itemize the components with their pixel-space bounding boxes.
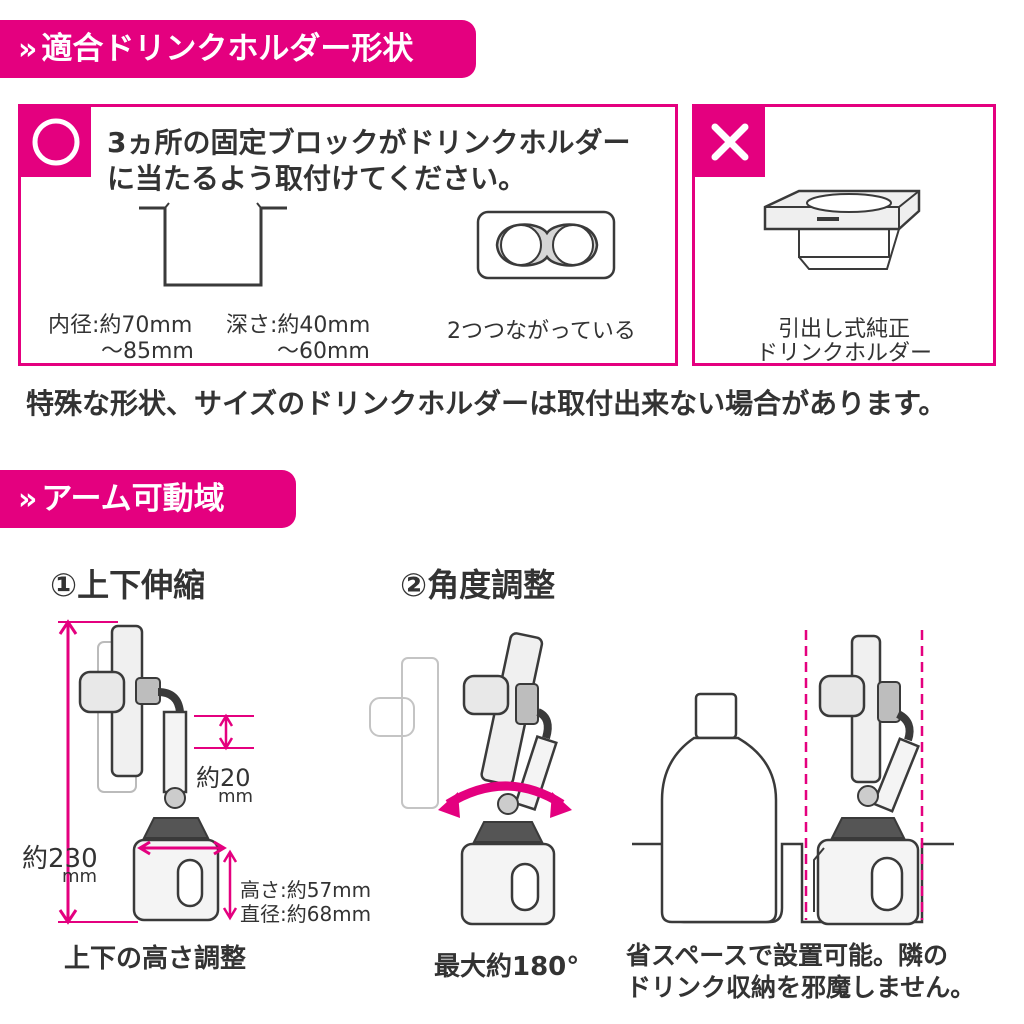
section-header-arm-range: »アーム可動域: [0, 470, 296, 528]
panel3-caption-line1: 省スペースで設置可能。隣の: [626, 941, 949, 970]
section-title: アーム可動域: [41, 481, 225, 517]
section-header-drink-holder: »適合ドリンクホルダー形状: [0, 20, 476, 78]
panel2-caption: 最大約180°: [434, 952, 580, 982]
cup-diameter-label: 直径:約68mm: [240, 902, 372, 926]
compatible-holder-panel: 3ヵ所の固定ブロックがドリンクホルダー に当たるよう取付けてください。 内径:約…: [18, 104, 678, 366]
install-instruction-line2: に当たるよう取付けてください。: [107, 162, 527, 195]
panel1-caption: 上下の高さ調整: [64, 944, 247, 974]
chevron-right-icon: »: [18, 32, 38, 67]
space-saving-illustration: [632, 630, 954, 926]
chevron-right-icon: »: [18, 482, 38, 517]
vertical-extension-illustration: [58, 619, 254, 925]
total-height-unit: mm: [62, 866, 98, 887]
double-cup-holder-illustration: [476, 210, 616, 280]
inner-diameter-range: ～85mm: [101, 339, 194, 364]
pullout-holder-illustration: [763, 189, 921, 270]
section-title: 適合ドリンクホルダー形状: [41, 31, 414, 67]
cup-height-label: 高さ:約57mm: [240, 878, 372, 902]
panel2-title: ②角度調整: [400, 566, 556, 604]
incompatible-holder-panel: 引出し式純正 ドリンクホルダー: [692, 104, 996, 366]
panel1-title: ①上下伸縮: [50, 566, 206, 604]
ng-mark-badge: [695, 107, 765, 177]
cup-holder-section-illustration: [139, 202, 287, 287]
depth-label: 深さ:約40mm: [226, 313, 371, 338]
total-height-value: 約230: [22, 844, 98, 874]
panel3-caption-line2: ドリンク収納を邪魔しません。: [626, 973, 976, 1002]
compatibility-notice: 特殊な形状、サイズのドリンクホルダーは取付出来ない場合があります。: [26, 387, 947, 420]
depth-range: ～60mm: [277, 339, 370, 364]
stroke-value: 約20: [196, 764, 251, 792]
install-instruction-line1: 3ヵ所の固定ブロックがドリンクホルダー: [107, 126, 631, 159]
cross-ng-icon: [711, 123, 749, 161]
pullout-holder-label-line1: 引出し式純正: [777, 317, 910, 342]
stroke-unit: mm: [218, 786, 254, 807]
circle-ok-icon: [32, 118, 80, 166]
double-holder-label: 2つつながっている: [447, 319, 636, 344]
ok-mark-badge: [21, 107, 91, 177]
inner-diameter-label: 内径:約70mm: [48, 313, 193, 338]
angle-adjustment-illustration: [369, 632, 572, 926]
pullout-holder-label-line2: ドリンクホルダー: [755, 341, 932, 366]
